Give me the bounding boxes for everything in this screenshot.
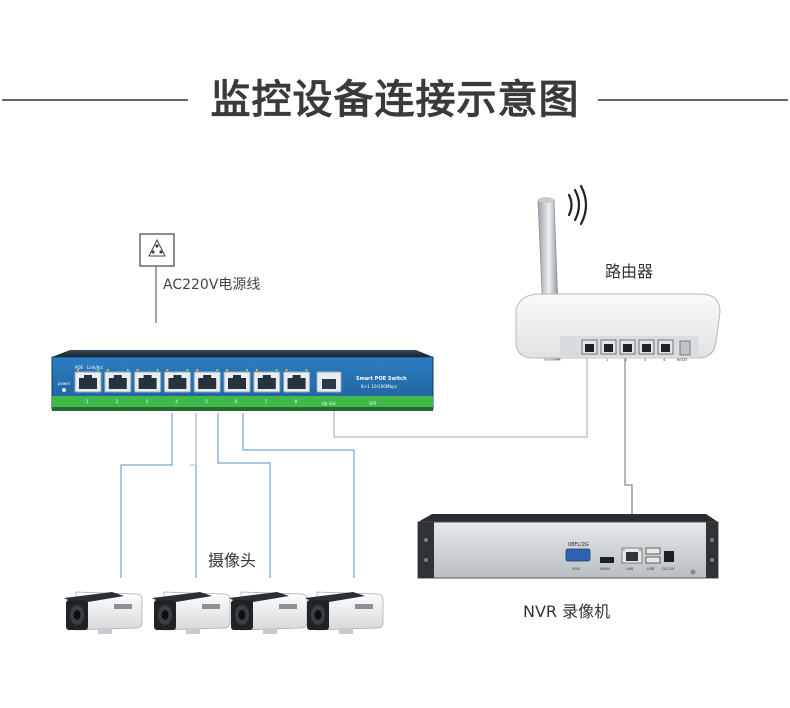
switch-port-number: 2	[116, 399, 119, 404]
router: 1 2 3 4 RESET	[515, 184, 721, 362]
router-lan-port: 3	[638, 339, 655, 362]
switch-spec-text: 8+1 10/100Mbps	[361, 384, 397, 389]
router-port-label: 1	[606, 358, 608, 362]
router-port-label: 3	[644, 358, 646, 362]
switch-port	[134, 368, 162, 393]
nvr-recorder: 08FL/2G VGA HDMI LAN USB DC12V	[417, 514, 719, 579]
camera-icon	[64, 591, 143, 634]
router-lan-port: 2	[619, 339, 636, 362]
cable-camera-4	[242, 413, 355, 578]
switch-port	[163, 368, 191, 393]
switch-port	[283, 368, 311, 393]
switch-port-number: 1	[86, 399, 89, 404]
router-label: 路由器	[605, 262, 654, 281]
switch-port	[74, 368, 102, 393]
cable-camera-1	[120, 413, 173, 578]
router-wan-port: 4	[657, 339, 674, 362]
camera-icon	[305, 591, 384, 634]
router-port-label: 2	[625, 358, 627, 362]
nvr-vga-label: VGA	[572, 567, 580, 571]
router-port-label: 4	[663, 358, 665, 362]
power-plug-icon	[139, 233, 175, 267]
switch-label-poe: POE	[75, 365, 84, 370]
router-reset-port	[679, 340, 691, 356]
switch-port-number: 8	[295, 399, 298, 404]
wifi-signal-icon	[567, 184, 588, 226]
cable-camera-3	[217, 413, 271, 578]
switch-port-numbers: 1 2 3 4 5 6 7 8	[86, 399, 298, 404]
nvr-dc-label: DC12V	[662, 567, 675, 571]
nvr-usb-label: USB	[647, 567, 655, 571]
uplink-cable	[333, 357, 588, 438]
nvr-usb-port-1	[645, 547, 661, 555]
switch-model-text: Smart POE Switch	[356, 376, 407, 382]
page-title: 监控设备连接示意图	[0, 72, 790, 128]
nvr-label: NVR 录像机	[523, 602, 611, 621]
nvr-usb-port-2	[645, 556, 661, 564]
router-lan-port: 1	[600, 339, 617, 362]
nvr-dc-port	[664, 551, 674, 562]
page-title-text: 监控设备连接示意图	[196, 77, 594, 123]
switch-uplink-text: Up link	[322, 401, 336, 406]
mid-cables	[190, 413, 197, 466]
camera-icon	[229, 591, 308, 634]
switch-label-linkact: Link/Act	[87, 365, 103, 370]
camera-icon	[152, 591, 231, 634]
switch-ports	[74, 368, 311, 393]
switch-port	[193, 368, 221, 393]
power-line-label: AC220V电源线	[163, 277, 261, 293]
router-reset-text: RESET	[677, 358, 689, 362]
nvr-vga-port	[565, 548, 591, 562]
switch-power-text: power	[58, 381, 71, 386]
switch-port-number: 6	[235, 399, 238, 404]
router-lan-port	[581, 339, 598, 355]
nvr-lan-label: LAN	[626, 567, 634, 571]
switch-sfp-text: SFP	[369, 401, 377, 406]
switch-port	[253, 368, 281, 393]
cameras	[64, 591, 384, 634]
switch-port-number: 5	[205, 399, 208, 404]
switch-port-number: 7	[265, 399, 268, 404]
nvr-hdmi-label: HDMI	[600, 567, 610, 571]
nvr-hdmi-port	[600, 557, 614, 563]
router-ports: 1 2 3 4	[581, 339, 674, 362]
switch-port	[104, 368, 132, 393]
switch-port	[223, 368, 251, 393]
switch-port-number: 4	[175, 399, 178, 404]
switch-power-led	[62, 388, 66, 392]
nvr-model-text: 08FL/2G	[568, 542, 589, 548]
switch-port-number: 3	[146, 399, 149, 404]
camera-label: 摄像头	[208, 551, 257, 570]
